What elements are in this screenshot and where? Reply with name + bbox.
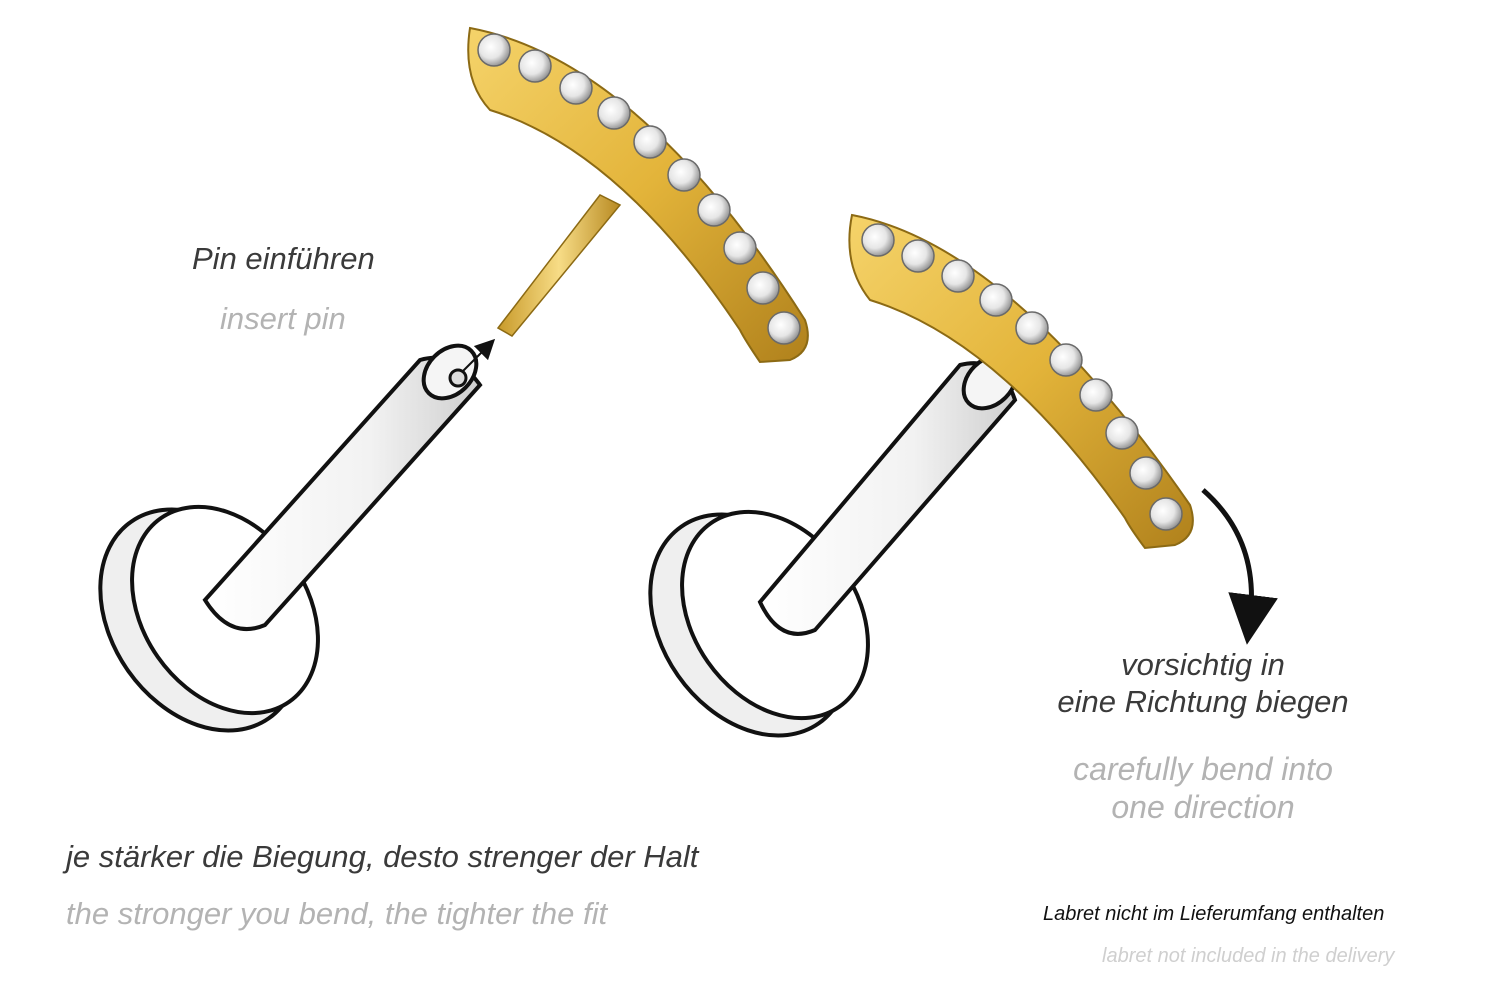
labret-note-en: labret not included in the delivery (1102, 945, 1395, 967)
right-jewel-bar (848, 213, 1194, 550)
fit-label-en: the stronger you bend, the tighter the f… (66, 896, 608, 931)
bend-label-de: vorsichtig in eine Richtung biegen (1040, 646, 1366, 720)
left-gold-pin (496, 194, 622, 337)
labret-note-de: Labret nicht im Lieferumfang enthalten (1043, 903, 1385, 925)
bend-label-en-line2: one direction (1111, 789, 1295, 826)
bend-label-en: carefully bend into one direction (1040, 750, 1366, 827)
bend-label-en-line1: carefully bend into (1073, 751, 1333, 787)
insert-pin-label-en: insert pin (220, 301, 346, 336)
left-labret (98, 343, 483, 733)
insert-pin-label-de: Pin einführen (192, 241, 375, 276)
insert-arrow (461, 338, 496, 373)
left-jewel-bar (467, 26, 809, 364)
fit-label-de: je stärker die Biegung, desto strenger d… (66, 839, 699, 874)
bend-label-de-line1: vorsichtig in (1121, 647, 1285, 682)
right-labret (648, 353, 1019, 738)
bend-arrow (1201, 488, 1278, 645)
bend-label-de-line2: eine Richtung biegen (1057, 684, 1349, 720)
